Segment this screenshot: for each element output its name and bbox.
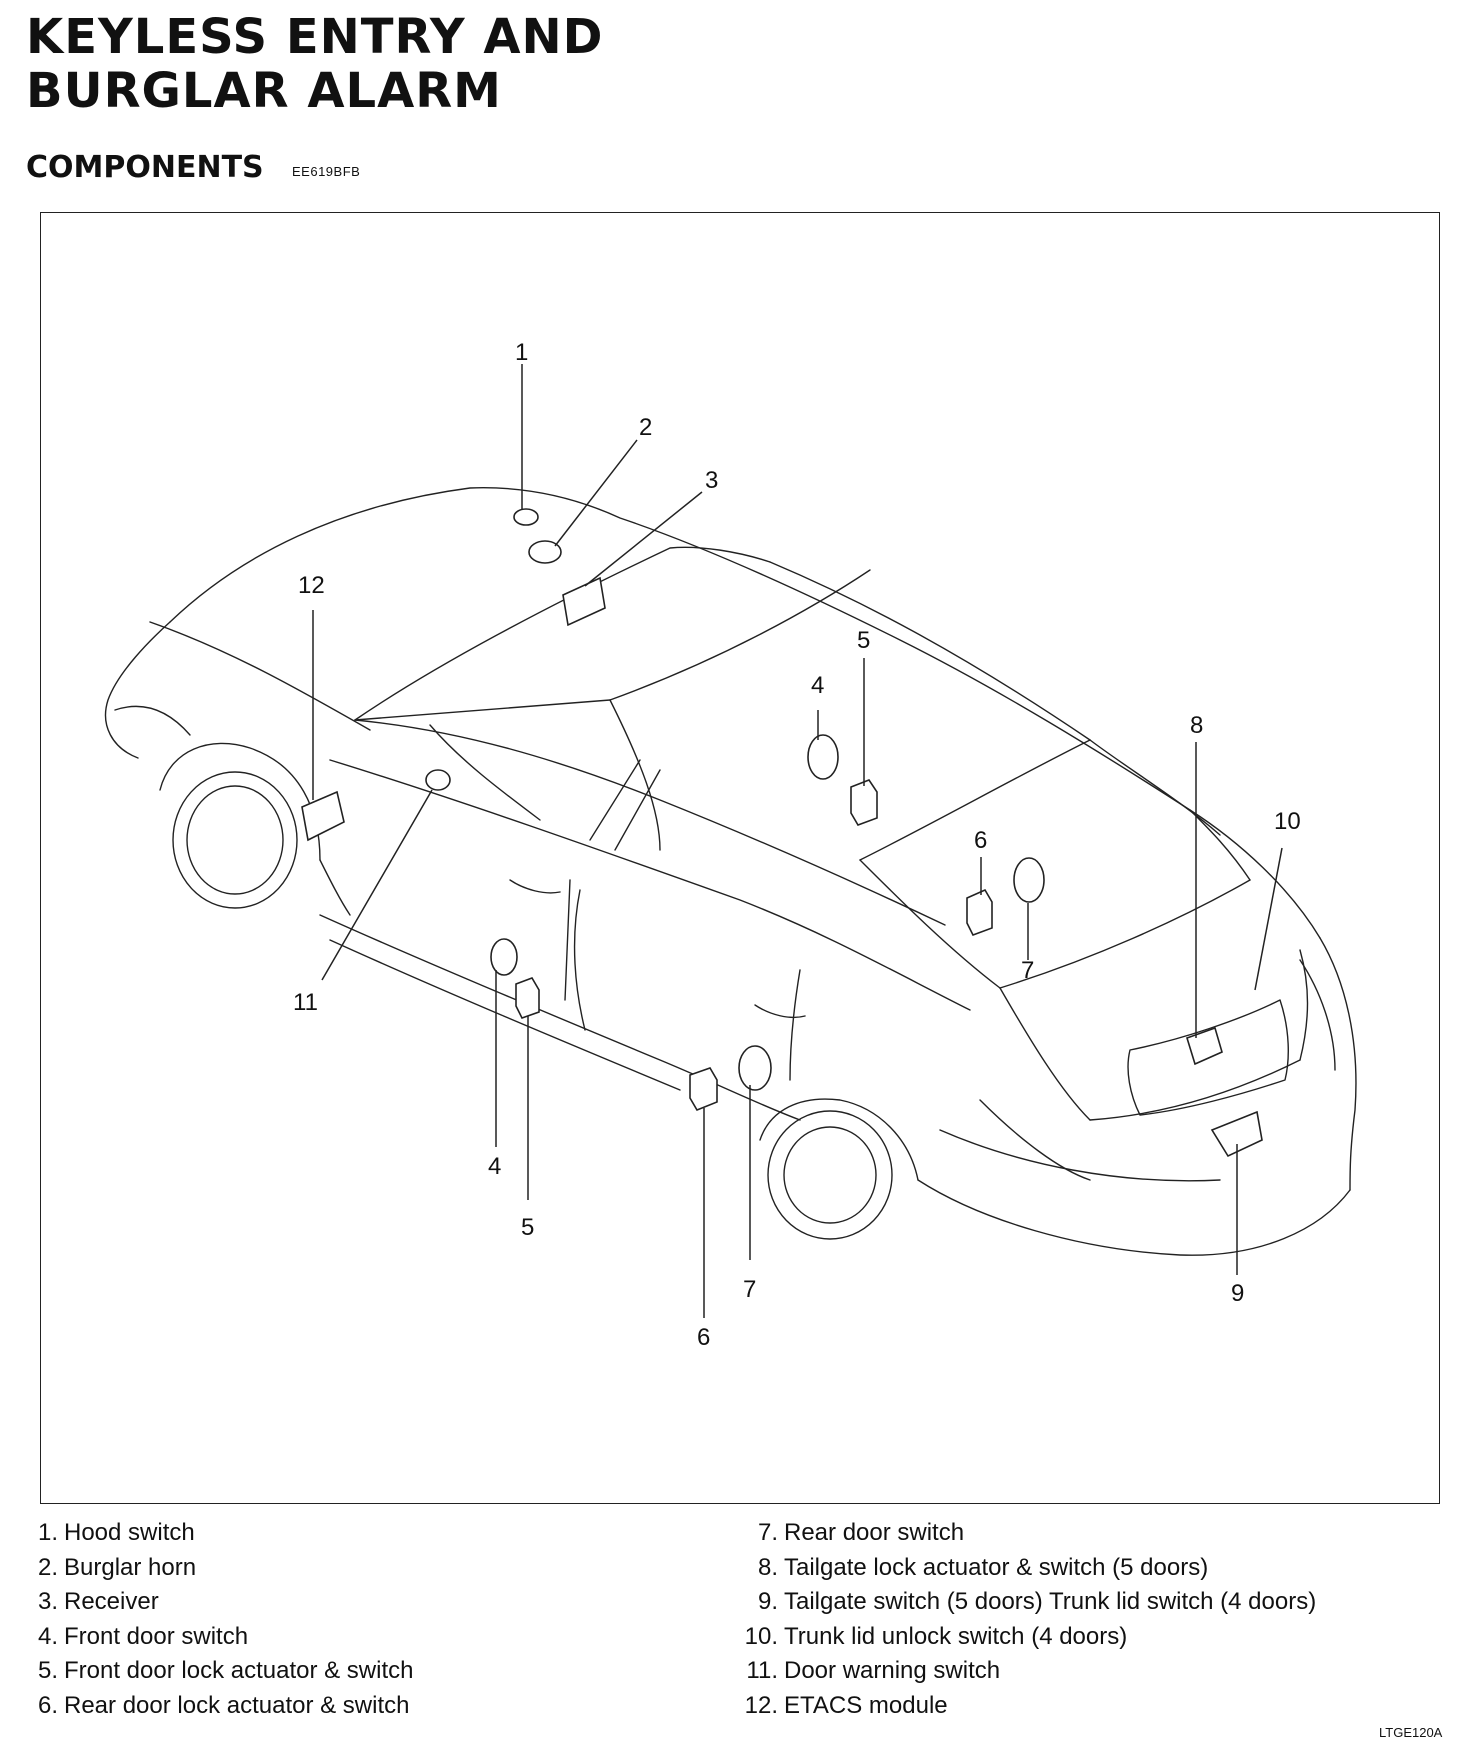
legend-item: 2.Burglar horn — [37, 1553, 197, 1581]
front-door-switch-icon — [490, 938, 518, 976]
callout-6-top: 6 — [974, 827, 987, 854]
etacs-module-icon — [301, 790, 345, 842]
legend-item: 9.Tailgate switch (5 doors) Trunk lid sw… — [757, 1588, 1317, 1616]
legend-item: 1.Hood switch — [37, 1519, 195, 1546]
receiver-icon — [562, 576, 606, 627]
callout-10: 10 — [1274, 808, 1301, 835]
title-line-1: KEYLESS ENTRY AND — [26, 9, 604, 65]
callout-4-top: 4 — [811, 672, 824, 699]
section-code: EE619BFB — [292, 164, 361, 179]
callout-5: 5 — [521, 1214, 534, 1241]
door-warning-switch-icon — [425, 769, 451, 791]
hood-switch-icon — [513, 508, 539, 526]
legend-left-column: 1.Hood switch 2.Burglar horn 3.Receiver … — [28, 1516, 414, 1724]
callout-5-top: 5 — [857, 627, 870, 654]
legend-item: 4.Front door switch — [37, 1622, 249, 1650]
front-door-switch-icon-top — [807, 734, 839, 780]
callout-9: 9 — [1231, 1280, 1244, 1307]
car-components-diagram: 1 2 3 4 5 6 7 8 9 10 11 12 4 5 6 7 — [104, 339, 1357, 1351]
rear-door-switch-icon-top — [1013, 857, 1045, 903]
legend-item: 8.Tailgate lock actuator & switch (5 doo… — [757, 1553, 1209, 1581]
rear-door-actuator-icon — [689, 1067, 718, 1111]
leader-lines — [312, 364, 1283, 1318]
rear-door-switch-icon — [738, 1045, 772, 1091]
legend-item: 10.Trunk lid unlock switch (4 doors) — [744, 1622, 1128, 1650]
front-door-actuator-icon — [515, 977, 540, 1019]
car-outline — [104, 487, 1357, 1256]
legend-item: 6.Rear door lock actuator & switch — [37, 1691, 410, 1719]
callout-7-top: 7 — [1021, 957, 1034, 984]
legend-item: 5.Front door lock actuator & switch — [37, 1657, 414, 1685]
title-line-2: BURGLAR ALARM — [26, 63, 502, 119]
figure-code: LTGE120A — [1379, 1725, 1443, 1740]
legend-right-column: 7.Rear door switch 8.Tailgate lock actua… — [730, 1516, 1317, 1724]
front-door-actuator-icon-top — [850, 779, 878, 826]
diagram-frame — [40, 212, 1440, 1504]
legend-item: 7.Rear door switch — [757, 1519, 965, 1546]
page-title: KEYLESS ENTRY AND BURGLAR ALARM — [26, 10, 603, 118]
rear-door-actuator-icon-top — [966, 888, 993, 936]
callout-12: 12 — [298, 572, 325, 599]
legend-item: 3.Receiver — [37, 1588, 159, 1616]
component-glyphs — [301, 508, 1263, 1158]
legend-item: 11.Door warning switch — [746, 1657, 1001, 1685]
tailgate-switch-icon — [1210, 1110, 1263, 1158]
callout-8: 8 — [1190, 712, 1203, 739]
callout-labels: 1 2 3 4 5 6 7 8 9 10 11 12 4 5 6 7 — [293, 339, 1301, 1351]
callout-6: 6 — [697, 1324, 710, 1351]
legend-item: 12.ETACS module — [744, 1691, 948, 1719]
callout-1: 1 — [515, 339, 528, 366]
callout-11: 11 — [293, 989, 318, 1016]
callout-7: 7 — [743, 1276, 756, 1303]
callout-3: 3 — [705, 467, 718, 494]
callout-4: 4 — [488, 1153, 501, 1180]
callout-2: 2 — [639, 414, 652, 441]
burglar-horn-icon — [528, 540, 562, 564]
section-heading: COMPONENTS — [26, 150, 264, 185]
